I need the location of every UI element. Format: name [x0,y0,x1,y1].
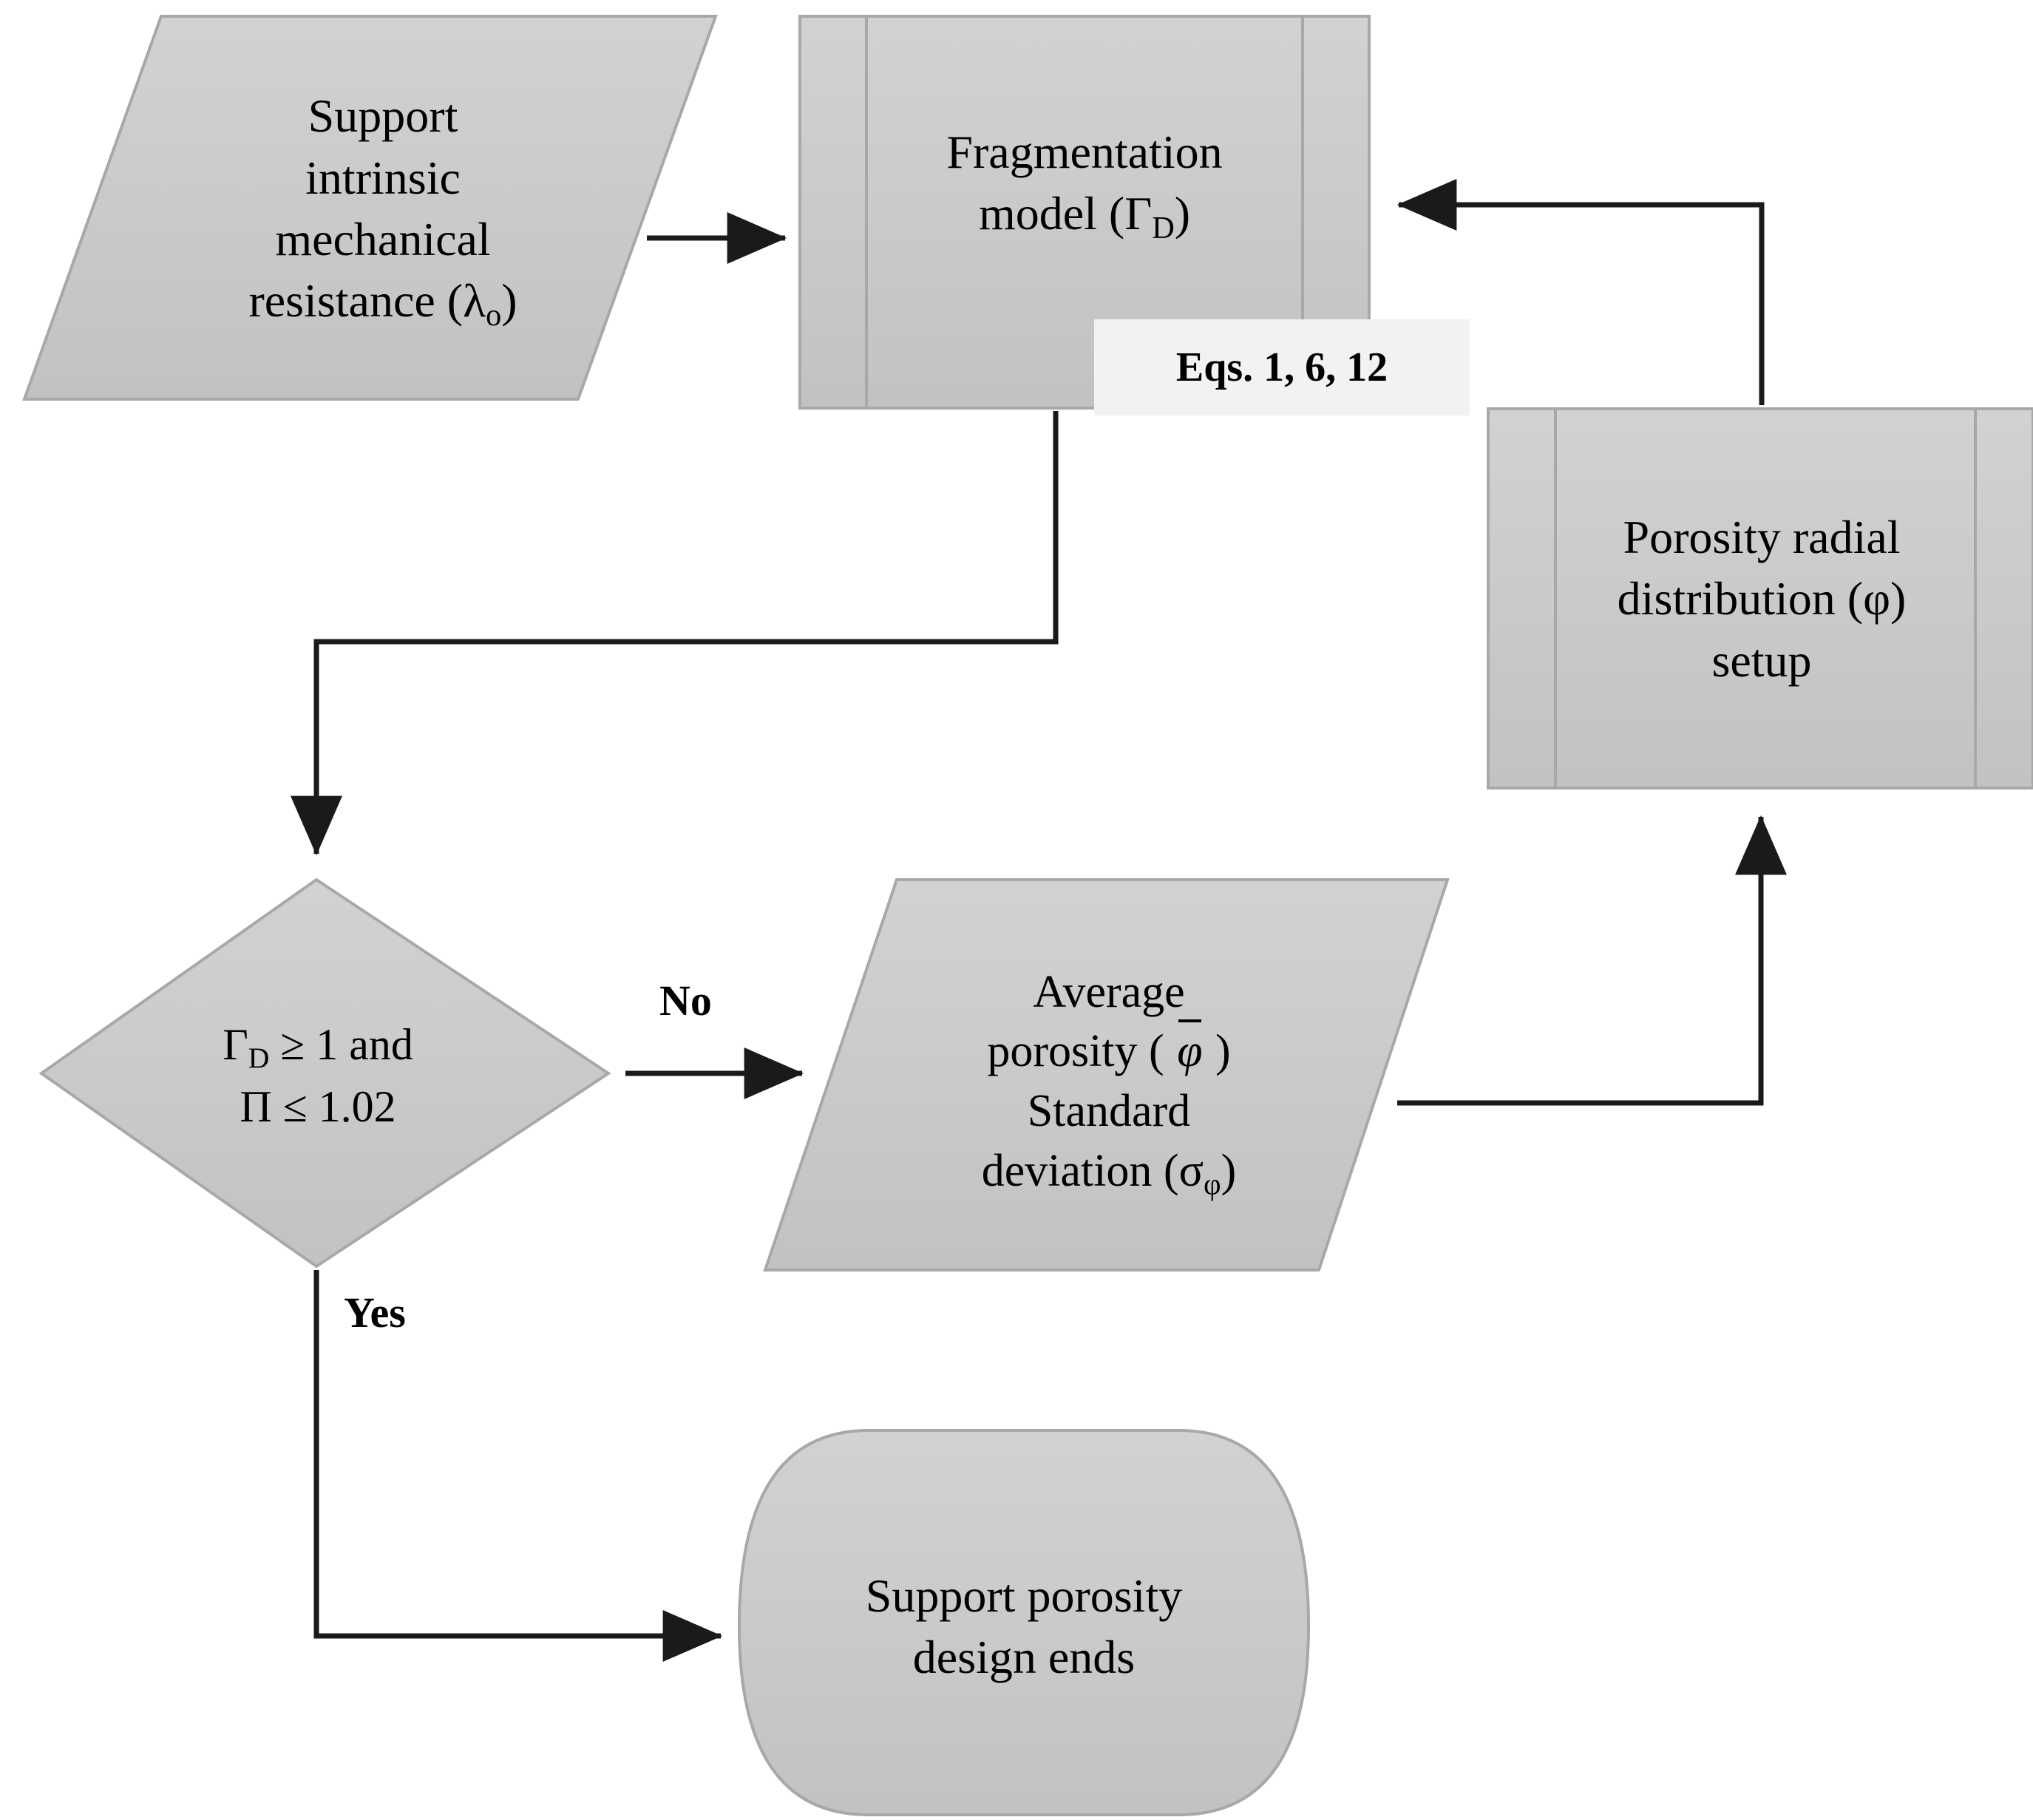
eqs-note-label: Eqs. 1, 6, 12 [1175,344,1388,390]
node-average-porosity-shape[interactable] [763,878,1450,1271]
eqs-note-box: Eqs. 1, 6, 12 [1094,319,1470,415]
node-decision-shape[interactable] [38,877,611,1269]
node-fragmentation-model-shape[interactable] [798,15,1371,410]
branch-yes-text: Yes [344,1288,406,1337]
node-terminal-end-shape[interactable] [737,1429,1311,1816]
branch-no-text: No [659,977,712,1025]
edge-label-no: No [659,976,712,1025]
node-support-input-shape[interactable] [22,15,718,401]
node-porosity-setup-shape[interactable] [1487,407,2033,790]
edge-label-yes: Yes [344,1288,406,1337]
edge-decision-yes-to-terminal [313,1270,723,1662]
edge-average-porosity-to-porosity-setup [1397,815,1787,1106]
edge-fragmentation-to-decision [291,411,1059,856]
edge-porosity-setup-to-fragmentation [1396,179,1765,405]
